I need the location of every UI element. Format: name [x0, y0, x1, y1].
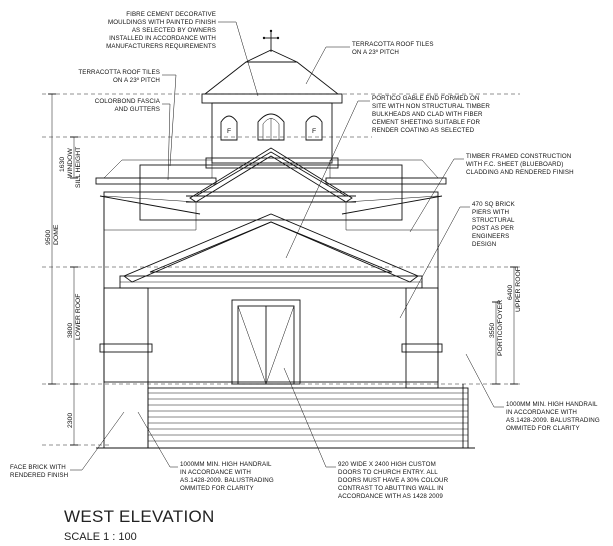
svg-text:RENDERED FINISH: RENDERED FINISH	[10, 472, 68, 479]
dim-lower-roof-label: LOWER ROOF	[75, 294, 82, 340]
tower-window-left: F	[220, 115, 238, 141]
dim-base-value: 2300	[67, 413, 74, 428]
svg-text:1000mm MIN. HIGH HANDRAIL: 1000mm MIN. HIGH HANDRAIL	[180, 461, 272, 468]
svg-text:ENGINEERS: ENGINEERS	[472, 233, 509, 240]
note-face-brick: FACE BRICK WITH RENDERED FINISH	[10, 411, 125, 479]
dim-sill-label1: WINDOW	[67, 148, 74, 178]
dim-dome-label: DOME	[53, 224, 60, 245]
dim-upper-roof-value: 6400	[507, 285, 514, 300]
tower-cap	[245, 49, 298, 63]
svg-text:1000mm MIN. HIGH HANDRAIL: 1000mm MIN. HIGH HANDRAIL	[506, 401, 598, 408]
svg-text:STRUCTURAL: STRUCTURAL	[472, 217, 515, 224]
svg-text:MOULDINGS WITH PAINTED FINISH: MOULDINGS WITH PAINTED FINISH	[108, 19, 216, 26]
upper-gable-trim	[189, 147, 353, 203]
tower-window-right: F	[305, 115, 323, 141]
drawing-scale: SCALE 1 : 100	[64, 531, 137, 543]
left-fascia	[95, 177, 217, 185]
tower-cornice	[201, 93, 343, 104]
tower-roof	[203, 61, 340, 95]
cross-icon	[262, 29, 280, 52]
note-portico: PORTICO GABLE END FORMED ON SITE WITH NO…	[285, 95, 490, 259]
main-wall	[103, 191, 439, 383]
svg-text:FACE BRICK WITH: FACE BRICK WITH	[10, 464, 66, 471]
svg-text:TERRACOTTA ROOF TILES: TERRACOTTA ROOF TILES	[352, 41, 434, 48]
left-wing-roof	[103, 195, 197, 231]
svg-text:IN ACCORDANCE WITH: IN ACCORDANCE WITH	[180, 469, 251, 476]
right-pier	[405, 287, 439, 389]
svg-text:INSTALLED IN ACCORDANCE WITH: INSTALLED IN ACCORDANCE WITH	[109, 35, 216, 42]
note-handrail-right: 1000mm MIN. HIGH HANDRAIL IN ACCORDANCE …	[465, 353, 600, 432]
svg-text:AS.1428-2009. BALUSTRADING: AS.1428-2009. BALUSTRADING	[506, 417, 600, 424]
svg-text:BULKHEADS AND CLAD WITH FIBER: BULKHEADS AND CLAD WITH FIBER	[372, 111, 483, 118]
dim-sill-value: 1630	[59, 157, 66, 172]
portico-gable	[149, 221, 393, 273]
upper-wall	[139, 164, 403, 221]
svg-text:WITH F.C. SHEET (BLUEBOARD): WITH F.C. SHEET (BLUEBOARD)	[466, 161, 563, 168]
svg-text:FIBRE CEMENT DECORATIVE: FIBRE CEMENT DECORATIVE	[126, 11, 216, 18]
svg-text:MANUFACTURERS REQUIREMENTS: MANUFACTURERS REQUIREMENTS	[106, 43, 216, 50]
building: F F	[42, 29, 520, 449]
svg-text:PIERS WITH: PIERS WITH	[472, 209, 509, 216]
dim-dome-value: 9500	[45, 230, 52, 245]
entry-doors	[231, 299, 301, 385]
svg-text:TERRACOTTA ROOF TILES: TERRACOTTA ROOF TILES	[78, 69, 160, 76]
note-doors: 920 WIDE x 2400 HIGH CUSTOM DOORS TO CHU…	[283, 367, 449, 500]
svg-text:RENDER COATING AS SELECTED: RENDER COATING AS SELECTED	[372, 127, 475, 134]
tower-window-center	[257, 113, 285, 141]
svg-text:OMMITED FOR CLARITY: OMMITED FOR CLARITY	[506, 425, 580, 432]
svg-text:PORTICO GABLE END FORMED ON: PORTICO GABLE END FORMED ON	[372, 95, 479, 102]
right-dimensions: 6400 UPPER ROOF 3550 PORTICO/FOYER	[489, 266, 522, 385]
svg-text:POST AS PER: POST AS PER	[472, 225, 514, 232]
svg-text:DESIGN: DESIGN	[472, 241, 496, 248]
note-piers: 470 SQ BRICK PIERS WITH STRUCTURAL POST …	[399, 201, 516, 319]
right-lower-roof	[329, 159, 439, 179]
svg-text:CEMENT SHEETING SUITABLE FOR: CEMENT SHEETING SUITABLE FOR	[372, 119, 481, 126]
note-handrail-left: 1000mm MIN. HIGH HANDRAIL IN ACCORDANCE …	[137, 411, 274, 492]
left-pier	[103, 287, 149, 449]
note-mouldings: FIBRE CEMENT DECORATIVE MOULDINGS WITH P…	[106, 11, 259, 97]
svg-text:DOORS MUST HAVE A 30% COLOUR: DOORS MUST HAVE A 30% COLOUR	[338, 477, 449, 484]
dim-portico-label: PORTICO/FOYER	[497, 300, 504, 356]
drawing-title: WEST ELEVATION	[64, 507, 215, 526]
svg-text:CONTRAST TO ABUTTING WALL IN: CONTRAST TO ABUTTING WALL IN	[338, 485, 443, 492]
svg-text:AS.1428-2009. BALUSTRADING: AS.1428-2009. BALUSTRADING	[180, 477, 274, 484]
svg-text:470 SQ BRICK: 470 SQ BRICK	[472, 201, 516, 208]
svg-text:SITE WITH NON STRUCTURAL TIMBE: SITE WITH NON STRUCTURAL TIMBER	[372, 103, 490, 110]
left-dimensions: 9500 DOME 1630 WINDOW SILL HEIGHT 3800 L…	[45, 93, 82, 446]
dim-upper-roof-label: UPPER ROOF	[515, 267, 522, 312]
dim-portico-value: 3550	[489, 323, 496, 338]
note-timber: TIMBER FRAMED CONSTRUCTION WITH F.C. SHE…	[409, 153, 574, 233]
note-roof-tiles-top: TERRACOTTA ROOF TILES ON A 23º PITCH	[305, 41, 434, 85]
dim-sill-label2: SILL HEIGHT	[75, 147, 82, 188]
svg-text:TIMBER FRAMED CONSTRUCTION: TIMBER FRAMED CONSTRUCTION	[466, 153, 571, 160]
tower-base	[205, 157, 339, 169]
svg-text:AND GUTTERS: AND GUTTERS	[115, 106, 160, 113]
svg-text:ON A 23º PITCH: ON A 23º PITCH	[352, 49, 399, 56]
upper-gable	[194, 151, 348, 197]
note-fascia: COLORBOND FASCIA AND GUTTERS	[95, 98, 171, 181]
ramp-balustrade	[147, 384, 469, 449]
svg-text:ACCORDANCE WITH AS 1428 2009: ACCORDANCE WITH AS 1428 2009	[338, 493, 443, 500]
window-mark: F	[312, 128, 316, 135]
svg-text:CLADDING AND RENDERED FINISH: CLADDING AND RENDERED FINISH	[466, 169, 574, 176]
svg-text:OMMITED FOR CLARITY: OMMITED FOR CLARITY	[180, 485, 254, 492]
svg-text:ON A 23º PITCH: ON A 23º PITCH	[113, 77, 160, 84]
svg-text:COLORBOND FASCIA: COLORBOND FASCIA	[95, 98, 161, 105]
note-roof-tiles-left: TERRACOTTA ROOF TILES ON A 23º PITCH	[78, 69, 177, 167]
svg-text:AS SELECTED BY OWNERS: AS SELECTED BY OWNERS	[132, 27, 216, 34]
svg-text:920 WIDE x 2400 HIGH CUSTOM: 920 WIDE x 2400 HIGH CUSTOM	[338, 461, 436, 468]
left-lower-roof	[103, 159, 213, 179]
right-wing-roof	[345, 195, 439, 231]
svg-text:DOORS TO CHURCH ENTRY. ALL: DOORS TO CHURCH ENTRY. ALL	[338, 469, 438, 476]
right-fascia	[325, 177, 447, 185]
window-mark: F	[227, 128, 231, 135]
dim-lower-roof-value: 3800	[67, 323, 74, 338]
svg-text:IN ACCORDANCE WITH: IN ACCORDANCE WITH	[506, 409, 577, 416]
